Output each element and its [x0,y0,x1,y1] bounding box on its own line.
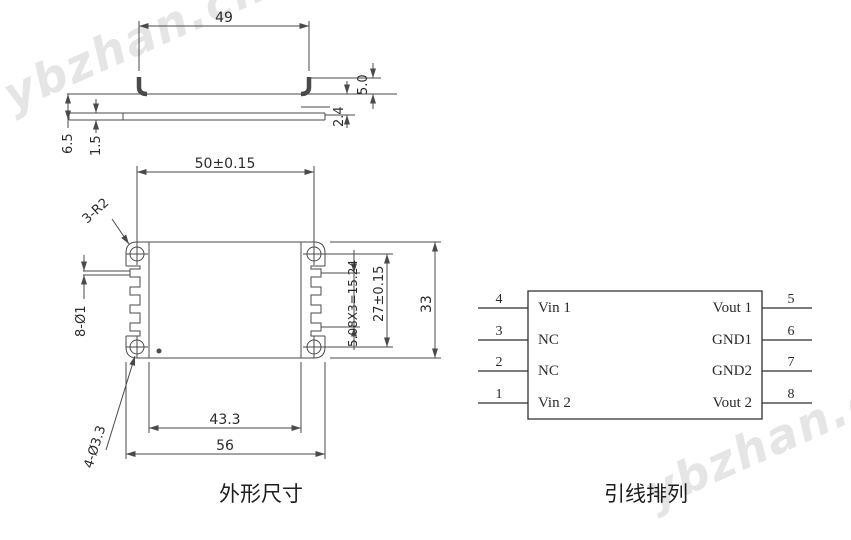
mounting-hole-bottom-right [303,336,325,358]
mounting-hole-bottom-left [126,336,148,358]
right-pin-comb [310,265,325,337]
pin-label-nc-2: NC [538,363,559,379]
pin-number-7: 7 [788,355,795,370]
dim-49-extension-lines [138,21,310,71]
left-pin-comb [126,265,141,337]
pin-number-6: 6 [788,324,795,339]
pin-diagram-body [527,290,763,420]
dim-33-extension-lines [330,241,441,359]
pin-label-gnd2: GND2 [712,363,752,379]
left-mounting-tab [136,77,148,97]
front-view: 50±0.15 3-R2 8-Ø1 4-Ø3.3 5.08X3=15.24 27… [74,156,441,470]
dim-base-thickness: 1.5 [89,135,104,156]
label-corner-radius: 3-R2 [80,196,113,227]
dim-body-width: 43.3 [209,412,240,428]
dim-hole-pitch-h: 50±0.15 [195,156,256,172]
mounting-hole-top-right [303,243,325,265]
dim-top-width: 49 [215,10,233,26]
extended-pin-4 [83,270,130,276]
right-mounting-tab [300,77,312,97]
dim-tab-height: 5.0 [356,74,371,95]
leader-hole-diameter [105,355,136,451]
label-hole-diameter: 4-Ø3.3 [82,424,110,470]
caption-outline-dimensions: 外形尺寸 [219,482,303,506]
pin-number-4: 4 [496,292,503,307]
leader-corner-radius [111,218,130,245]
dim-pin-diameter: 8-Ø1 [74,306,89,337]
dim-56-extension-lines [125,362,326,459]
dim-pin-pitch: 5.08X3=15.24 [346,260,360,347]
dim-27-extension-lines [322,253,393,348]
dim-overall-width: 56 [216,438,234,454]
pin-label-vout1: Vout 1 [713,300,752,316]
pin-label-vout2: Vout 2 [713,395,752,411]
pin-number-3: 3 [496,324,503,339]
dim-hole-pitch-v: 27±0.15 [372,266,387,322]
dim-43-extension-lines [148,362,302,433]
caption-pin-arrangement: 引线排列 [604,482,688,506]
dim-50-extension-lines [136,166,315,246]
pin-number-1: 1 [496,387,503,402]
pin-number-5: 5 [788,292,795,307]
pin-number-8: 8 [788,387,795,402]
pin-label-gnd1: GND1 [712,332,752,348]
mounting-hole-top-left [126,243,148,265]
pin-label-vin1: Vin 1 [538,300,571,316]
pin-label-vin2: Vin 2 [538,395,571,411]
pin-label-nc-3: NC [538,332,559,348]
pin-arrangement-diagram: 4 3 2 1 Vin 1 NC NC Vin 2 Vout 1 GND1 GN… [478,290,812,420]
dim-step-height: 2.4 [332,106,347,127]
side-view: 49 5.0 2.4 6.5 1.5 [61,10,397,156]
base-plate-outline [68,112,326,121]
dim-body-height: 33 [419,295,435,313]
dim-total-height: 6.5 [61,133,76,154]
module-body-outline [148,241,302,359]
pin1-indicator-dot [156,348,162,354]
pin-number-2: 2 [496,355,503,370]
